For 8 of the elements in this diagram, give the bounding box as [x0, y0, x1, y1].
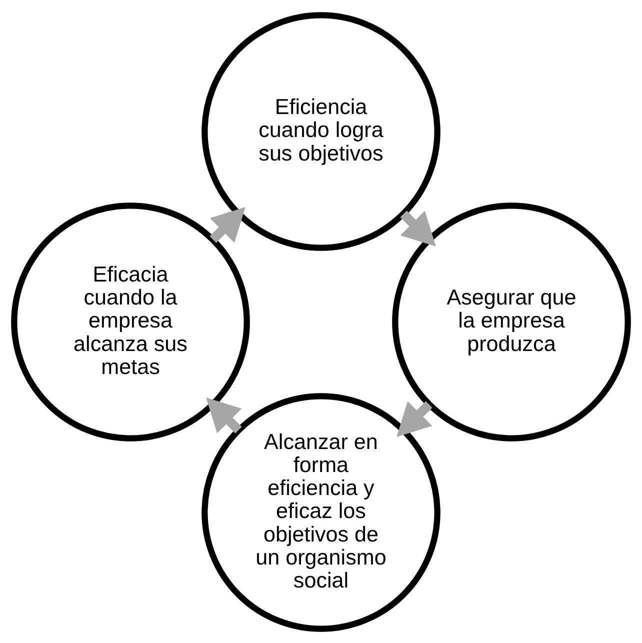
arrow [210, 206, 246, 242]
node-circle: Asegurar que la empresa produzca [392, 202, 631, 441]
arrow [206, 397, 242, 433]
node-circle: Eficacia cuando la empresa alcanza sus metas [11, 202, 250, 441]
node-circle: Eficiencia cuando logra sus objetivos [202, 12, 440, 250]
arrow [396, 400, 432, 436]
node-circle: Alcanzar en forma eficiencia y eficaz los objetivos de un organismo social [202, 392, 440, 632]
arrow [400, 210, 436, 246]
